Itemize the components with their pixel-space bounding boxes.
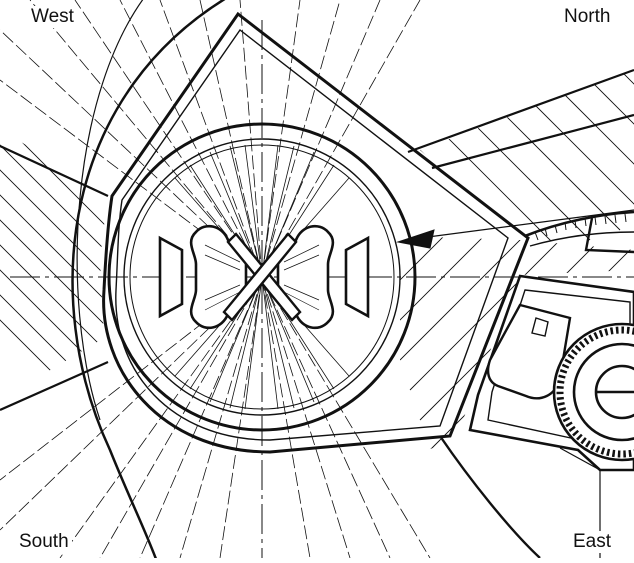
housing-lower-curve [439,435,541,558]
pointer-arrowhead [396,229,435,249]
label-south: South [16,531,72,553]
scale-ticks [534,213,627,241]
label-east: East [570,531,615,553]
scale-arc [524,210,634,238]
gear-tooth-ring [556,326,634,458]
radial-lines-inner [174,144,350,410]
label-west: West [28,6,77,28]
hatch-left-region [0,130,108,400]
scale-bracket [584,217,634,254]
boundary-upper-right-2 [431,113,634,170]
boundary-upper-left [0,145,109,197]
slot-inner [531,317,549,337]
cam-outline-inner [115,28,509,441]
gear-housing [439,274,634,558]
right-trapezoid [344,235,370,319]
central-mechanism [158,224,370,330]
boundary-upper-right [407,68,634,154]
lobe-hatch [204,244,320,311]
outer-arc-left [71,0,226,558]
left-trapezoid [158,235,184,319]
label-north: North [561,6,614,28]
boundary-lower-left [0,360,109,412]
housing-lower-line [559,447,601,558]
hatch-right-region [420,70,634,250]
x-cross [222,232,302,322]
scale-arc-inner [529,231,634,247]
cam-outline [102,11,530,454]
outer-arc-left-inner [76,0,144,421]
